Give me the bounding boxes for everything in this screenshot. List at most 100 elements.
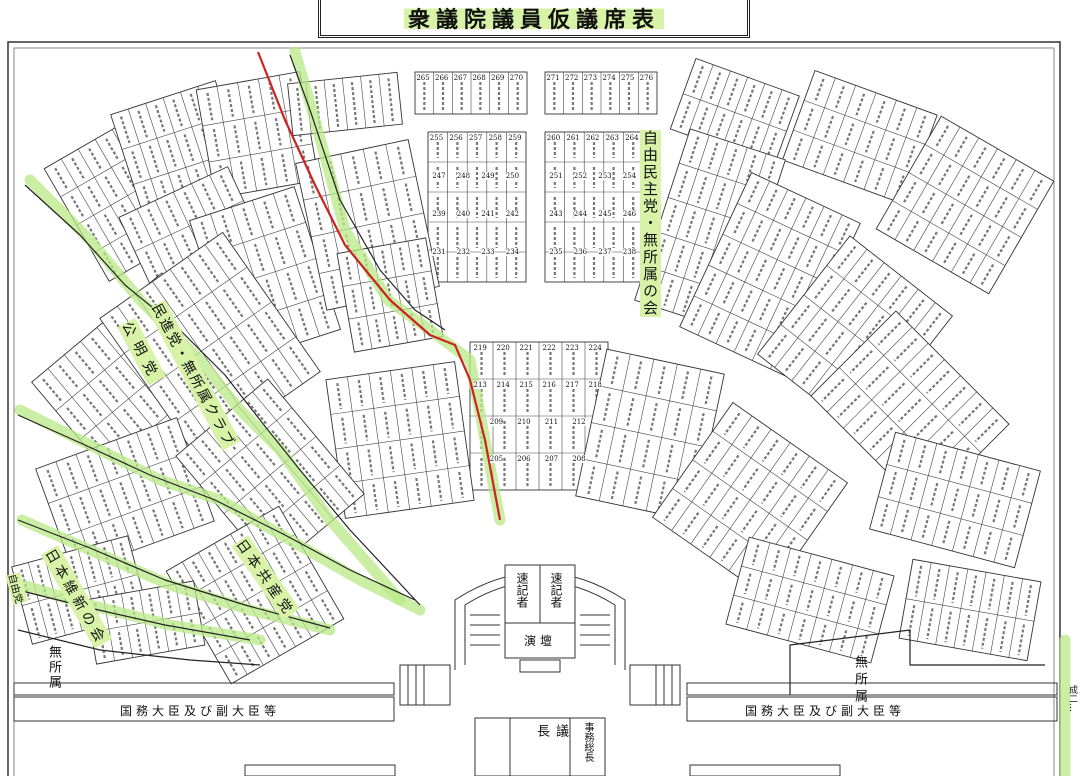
seat-name-mark: [793, 138, 803, 161]
seat-name-mark: [742, 426, 760, 449]
seat-name-mark: [175, 570, 190, 592]
center-block-mid-right: [544, 131, 644, 283]
seat-name-mark: [803, 108, 814, 131]
seat-number: 218: [588, 381, 602, 389]
seat-name-mark: [732, 211, 746, 236]
seat-name-mark: [166, 590, 173, 614]
stenographer-left-label: 速記者: [515, 572, 529, 608]
seat-name-mark: [999, 621, 1007, 653]
seat-number: 255: [429, 134, 444, 142]
seat-name-mark: [785, 584, 793, 606]
seat-name-mark: [854, 160, 864, 183]
seat-name-mark: [839, 630, 848, 651]
seat-name-mark: [271, 358, 293, 388]
seat-name-mark: [743, 329, 757, 354]
seat-name-mark: [1021, 472, 1030, 497]
seat-number: 221: [519, 344, 533, 352]
seat-name-mark: [415, 477, 422, 505]
seat-name-mark: [994, 196, 1008, 219]
boundary-line-right: [789, 629, 1045, 695]
seat-number: 262: [586, 134, 600, 142]
seat-name-mark: [336, 383, 343, 410]
party-boundaries: [17, 51, 1045, 695]
seat-name-mark: [191, 561, 206, 583]
seat-name-mark: [384, 411, 390, 438]
seat-name-mark: [404, 280, 412, 305]
seat-name-mark: [224, 542, 238, 564]
seat-divider: [237, 82, 257, 191]
seat-number: 217: [565, 381, 579, 389]
seat-name-mark: [387, 78, 394, 122]
komei-boundary-highlight: [14, 404, 426, 616]
seat-number: 231: [432, 248, 446, 256]
seat-number: 216: [542, 381, 556, 389]
seat-divider: [257, 78, 278, 188]
seat-divider: [875, 375, 961, 461]
row-divider: [208, 143, 313, 163]
rostrum-label: 演壇: [524, 634, 557, 648]
seat-name-mark: [954, 136, 968, 158]
seat-name-mark: [764, 578, 773, 600]
outer-frame: [7, 41, 1061, 776]
seat-number: 268: [472, 74, 486, 82]
left-block-3: [195, 71, 320, 199]
right-block-2: [781, 70, 938, 205]
party-label-mushozoku-left: 無所属: [46, 645, 61, 690]
seat-number: 266: [435, 74, 449, 82]
seat-name-mark: [834, 566, 843, 588]
seat-name-mark: [388, 446, 395, 473]
seat-name-mark: [374, 319, 382, 344]
seat-name-mark: [682, 285, 693, 313]
seat-name-mark: [128, 303, 150, 333]
rostrum-box: [504, 622, 576, 659]
seat-name-mark: [723, 412, 741, 436]
row-divider: [692, 459, 808, 541]
seat-name-mark: [1006, 581, 1014, 613]
left-stairs: [399, 664, 451, 706]
seat-name-mark: [849, 350, 873, 374]
seat-name-mark: [171, 622, 179, 646]
seat-name-mark: [685, 211, 697, 238]
ministers-label-left: 国務大臣及び副大臣等: [120, 704, 281, 718]
seat-name-mark: [942, 520, 951, 545]
left-block-11: [325, 361, 475, 519]
seat-number: 214: [496, 381, 510, 389]
seat-name-mark: [977, 225, 992, 247]
seat-number: 254: [622, 172, 637, 180]
seat-name-mark: [256, 636, 271, 658]
seat-name-mark: [819, 624, 827, 646]
seat-divider: [360, 76, 367, 128]
seat-name-mark: [63, 598, 74, 630]
seat-name-mark: [905, 145, 916, 168]
seat-name-mark: [677, 170, 689, 198]
party-label-mushozoku-right: 無所属: [852, 655, 867, 706]
seat-name-mark: [288, 617, 303, 640]
seat-number: 261: [566, 134, 580, 142]
right-block-5: [875, 115, 1055, 295]
seat-name-mark: [240, 570, 254, 593]
seat-name-mark: [256, 523, 270, 546]
seat-number: 234: [505, 248, 520, 256]
seat-number: 250: [505, 172, 520, 180]
seat-name-mark: [224, 617, 239, 639]
seat-name-mark: [443, 367, 450, 394]
seat-name-mark: [357, 380, 364, 407]
minister-bench-left: [13, 696, 395, 722]
seat-name-mark: [47, 603, 58, 634]
ldp-boundary-highlight: [289, 46, 506, 526]
seat-name-mark: [743, 573, 752, 595]
seat-name-mark: [180, 266, 202, 296]
seat-name-mark: [119, 242, 134, 264]
seat-number: 241: [481, 210, 495, 218]
seat-divider: [822, 85, 856, 175]
row-divider: [214, 590, 328, 656]
seat-name-mark: [163, 278, 185, 308]
title-box: 衆議院議員仮議席表: [318, 0, 750, 38]
right-block-12: [898, 558, 1042, 662]
row-divider: [908, 172, 1022, 238]
seat-name-mark: [921, 192, 936, 214]
seat-number: 265: [416, 74, 430, 82]
seat-name-mark: [30, 607, 41, 639]
seat-name-mark: [897, 439, 906, 464]
